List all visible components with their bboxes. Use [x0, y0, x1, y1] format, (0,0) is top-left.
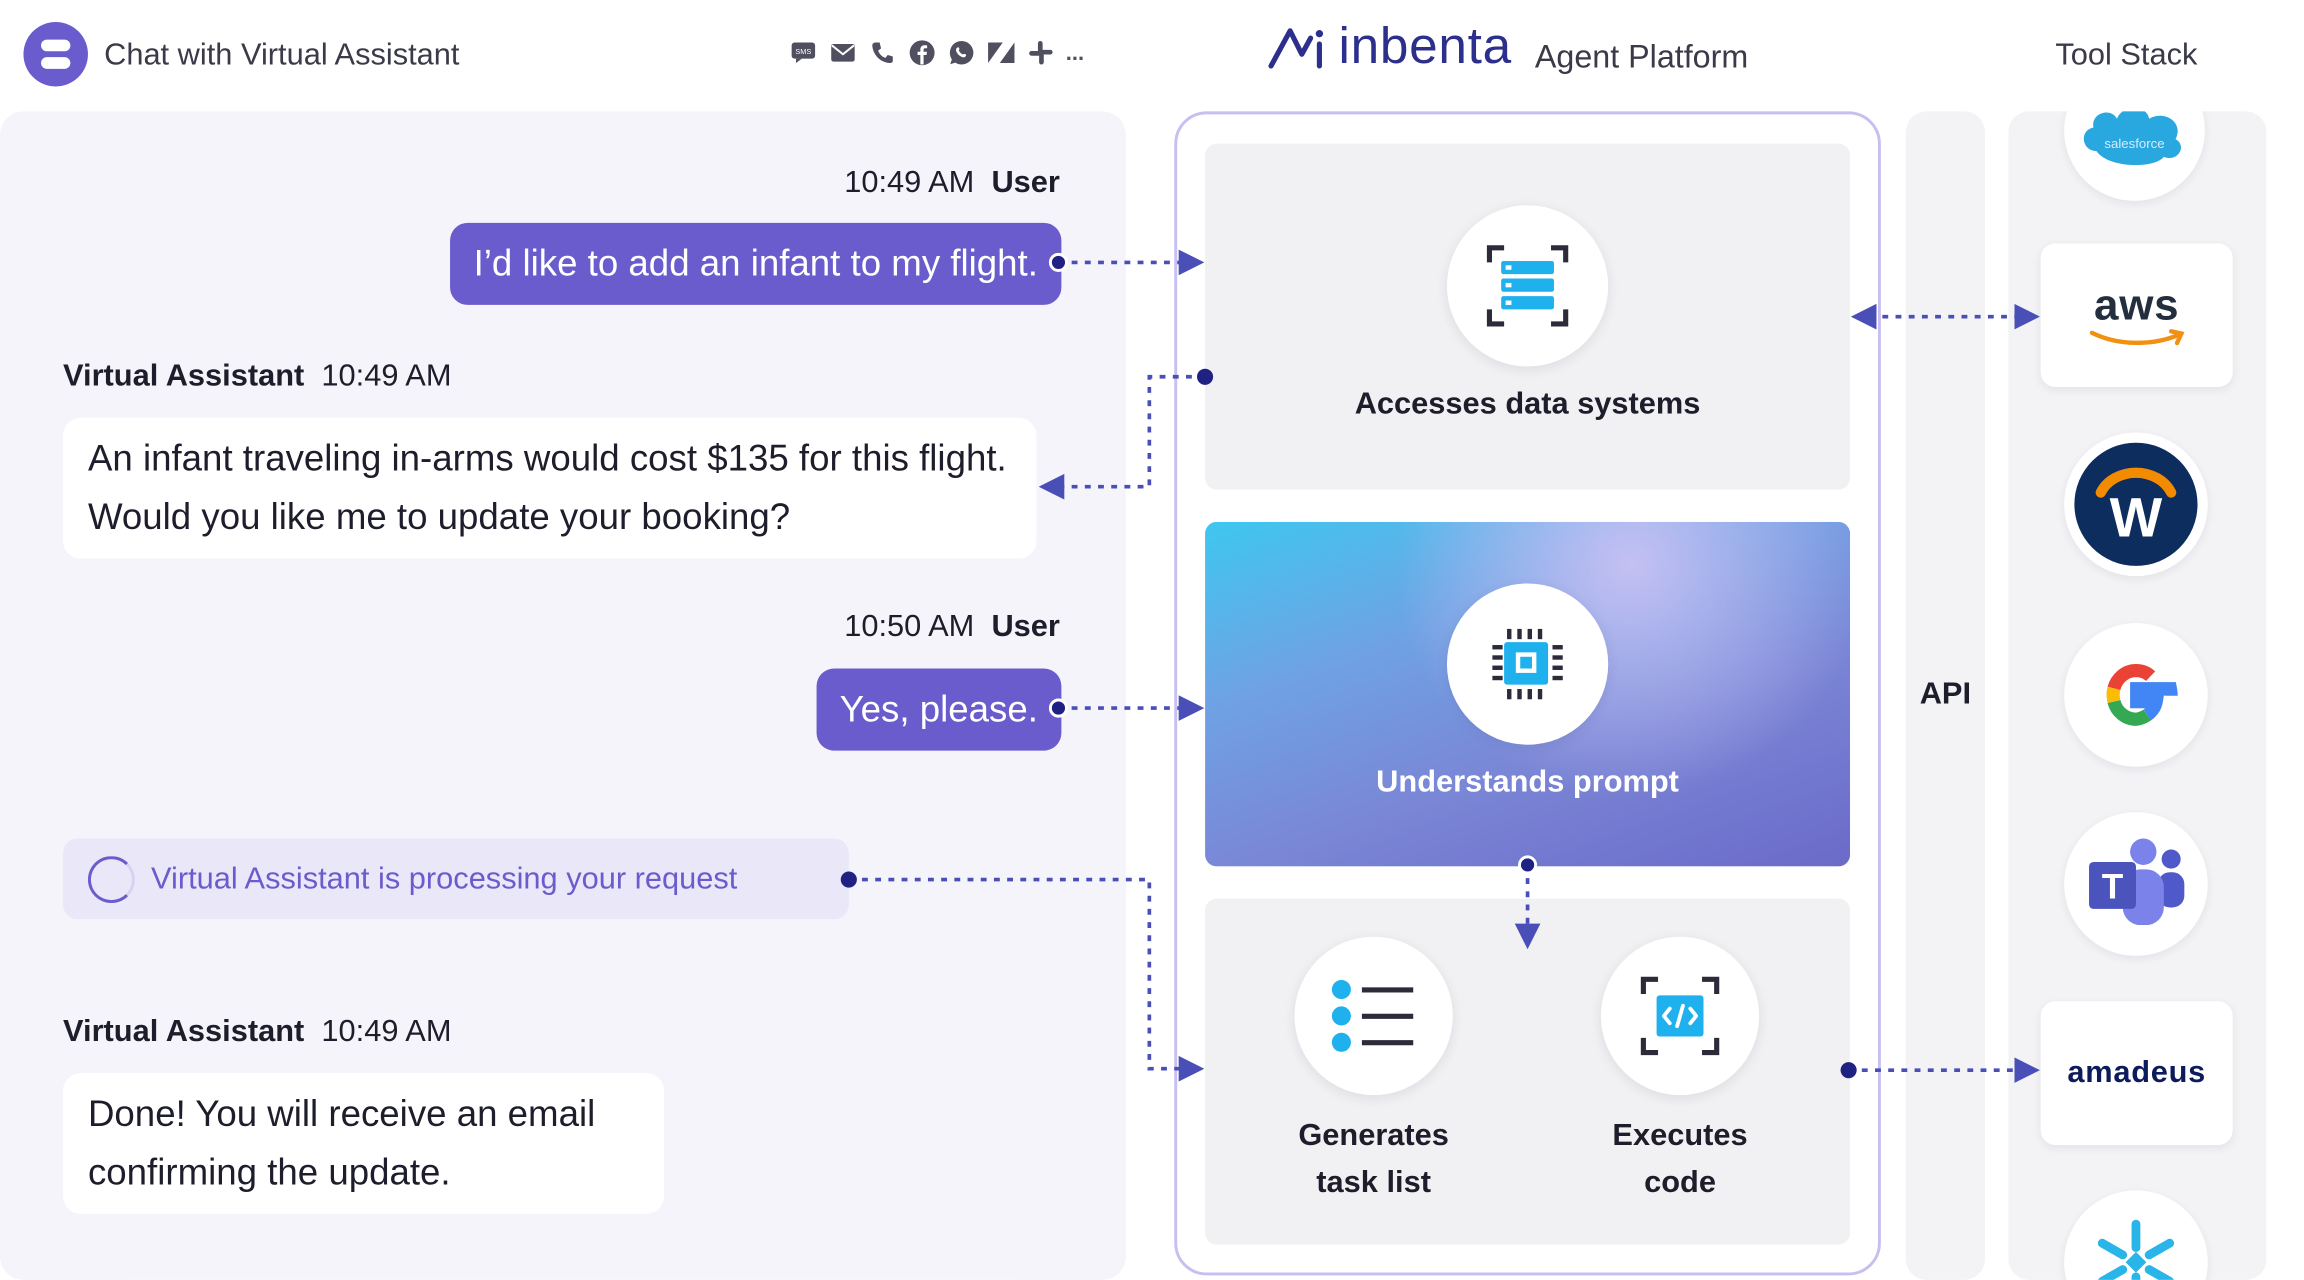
- salesforce-text: salesforce: [2104, 136, 2164, 151]
- message-time: 10:49 AM: [321, 359, 452, 393]
- zendesk-icon: [987, 38, 1016, 67]
- aws-text: aws: [2094, 281, 2180, 330]
- tool-stack-title: Tool Stack: [2055, 38, 2198, 72]
- user-message-bubble: Yes, please.: [816, 668, 1062, 751]
- data-systems-icon: [1446, 205, 1609, 367]
- code-label: Executes code: [1563, 1113, 1798, 1207]
- inbenta-logo-icon: [1268, 28, 1324, 69]
- chat-title: Chat with Virtual Assistant: [104, 38, 460, 72]
- assistant-message-bubble: An infant traveling in-arms would cost $…: [63, 417, 1037, 559]
- brand-suffix: Agent Platform: [1534, 38, 1749, 75]
- message-time: 10:49 AM: [321, 1014, 452, 1049]
- assistant-message-bubble: Done! You will receive an email confirmi…: [63, 1073, 665, 1214]
- whatsapp-icon: [947, 38, 976, 67]
- code-label-line: code: [1644, 1165, 1716, 1200]
- loading-spinner-icon: [87, 856, 135, 904]
- message-sender: User: [991, 609, 1060, 644]
- message-meta: Virtual Assistant 10:49 AM: [63, 1014, 451, 1049]
- email-icon: [828, 38, 857, 67]
- workday-text: W: [2110, 487, 2163, 549]
- message-meta: 10:49 AM User: [844, 166, 1060, 201]
- message-sender: User: [991, 165, 1060, 200]
- code-label-line: Executes: [1612, 1118, 1748, 1153]
- facebook-icon: [907, 38, 936, 67]
- snowflake-logo-icon: [2064, 1190, 2208, 1280]
- message-sender: Virtual Assistant: [63, 359, 305, 393]
- amadeus-text: amadeus: [2067, 1055, 2206, 1090]
- workday-logo-icon: W: [2064, 432, 2208, 577]
- amadeus-logo-icon: amadeus: [2040, 1001, 2233, 1145]
- processing-status: Virtual Assistant is processing your req…: [63, 838, 849, 920]
- message-meta: 10:50 AM User: [844, 610, 1060, 645]
- code-icon: [1600, 936, 1760, 1096]
- execution-card: [1205, 898, 1851, 1245]
- aws-logo-icon: aws: [2040, 243, 2233, 388]
- task-list-label: Generates task list: [1256, 1113, 1491, 1207]
- message-time: 10:50 AM: [844, 609, 975, 644]
- more-channels-icon: ...: [1065, 40, 1085, 66]
- brand-name: inbenta: [1338, 17, 1512, 75]
- message-time: 10:49 AM: [844, 165, 975, 200]
- teams-logo-icon: T: [2064, 812, 2208, 956]
- slack-icon: [1026, 38, 1055, 67]
- processor-chip-icon: [1446, 583, 1609, 745]
- message-meta: Virtual Assistant 10:49 AM: [63, 359, 451, 394]
- task-list-label-line: task list: [1316, 1165, 1431, 1200]
- sms-icon: SMS: [789, 38, 818, 67]
- teams-text: T: [2102, 868, 2124, 907]
- user-message-bubble: I’d like to add an infant to my flight.: [450, 222, 1062, 305]
- svg-text:SMS: SMS: [795, 47, 811, 56]
- google-logo-icon: [2064, 623, 2208, 767]
- understands-prompt-label: Understands prompt: [1376, 765, 1679, 799]
- phone-icon: [868, 38, 897, 67]
- chat-logo-icon: [23, 21, 88, 87]
- channel-icons: SMS ...: [789, 38, 1084, 67]
- tool-stack-panel: salesforce aws W: [2008, 111, 2267, 1280]
- api-label: API: [1919, 677, 1972, 712]
- salesforce-logo-icon: salesforce: [2064, 111, 2205, 201]
- message-sender: Virtual Assistant: [63, 1014, 305, 1049]
- data-systems-label: Accesses data systems: [1354, 387, 1701, 421]
- task-list-label-line: Generates: [1298, 1118, 1449, 1153]
- task-list-icon: [1294, 936, 1453, 1096]
